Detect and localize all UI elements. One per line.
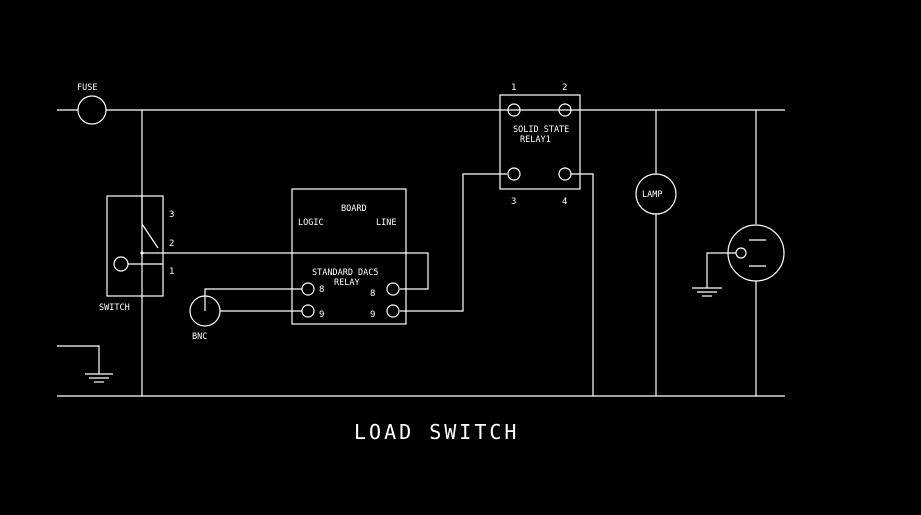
- bnc-label: BNC: [192, 332, 207, 342]
- switch-blade: [141, 223, 159, 249]
- ssr-pin-3-label: 3: [511, 197, 516, 207]
- ssr-pin-2-label: 2: [562, 83, 567, 93]
- outlet: [727, 110, 785, 396]
- bnc-connector: BNC: [189, 288, 302, 342]
- outlet-ground-hole: [735, 247, 747, 259]
- line-label: LINE: [376, 218, 396, 228]
- ssr-label-2: RELAY1: [520, 135, 551, 145]
- dac-right-pin-8: [386, 282, 400, 296]
- fuse-label: FUSE: [77, 83, 97, 93]
- ssr-pin-2: [558, 103, 572, 117]
- fuse-symbol: [77, 95, 107, 125]
- diagram-title: LOAD SWITCH: [354, 420, 519, 444]
- board-label: BOARD: [341, 204, 367, 214]
- ssr-to-bottom-wire: [571, 173, 594, 396]
- ssr-label-1: SOLID STATE: [513, 125, 569, 135]
- dac-to-ssr-wire: [400, 173, 507, 312]
- dac-left-pin-8-label: 8: [319, 285, 324, 295]
- lamp: LAMP: [635, 110, 677, 396]
- dac-left-pin-9-label: 9: [319, 310, 324, 320]
- board-body: [291, 188, 407, 325]
- dac-relay-label-1: STANDARD DAC5: [312, 268, 379, 278]
- switch-pin-2: 2: [169, 239, 174, 249]
- logic-label: LOGIC: [298, 218, 324, 228]
- dac-right-pin-8-label: 8: [370, 289, 375, 299]
- switch-pin-1: 1: [169, 267, 174, 277]
- dac-relay-label-2: RELAY: [334, 278, 360, 288]
- bnc-to-pin8-wire: [204, 288, 302, 296]
- dac-relay-board: BOARD LOGIC LINE STANDARD DAC5 RELAY 8 9…: [291, 188, 407, 325]
- switch-label: SWITCH: [99, 303, 130, 313]
- ssr-pin-4-label: 4: [562, 197, 567, 207]
- ssr-pin-3: [507, 167, 521, 181]
- switch: 3 2 1 SWITCH: [99, 195, 174, 313]
- switch-pin-3: 3: [169, 210, 174, 220]
- switch-to-relay-wire: [142, 252, 429, 290]
- ground-right: [692, 252, 736, 297]
- switch-contact: [113, 256, 129, 272]
- switch-body: [106, 195, 164, 297]
- dac-left-pin-8: [301, 282, 315, 296]
- ssr-pin-1: [507, 103, 521, 117]
- solid-state-relay: 1 2 3 4 SOLID STATE RELAY1: [499, 83, 581, 207]
- lamp-label: LAMP: [642, 190, 662, 200]
- ssr-pin-1-label: 1: [511, 83, 516, 93]
- ssr-pin-4: [558, 167, 572, 181]
- ground-left: [57, 345, 113, 383]
- dac-left-pin-9: [301, 304, 315, 318]
- fuse: FUSE: [77, 83, 107, 125]
- dac-right-pin-9: [386, 304, 400, 318]
- ssr-body: [499, 94, 581, 190]
- dac-right-pin-9-label: 9: [370, 310, 375, 320]
